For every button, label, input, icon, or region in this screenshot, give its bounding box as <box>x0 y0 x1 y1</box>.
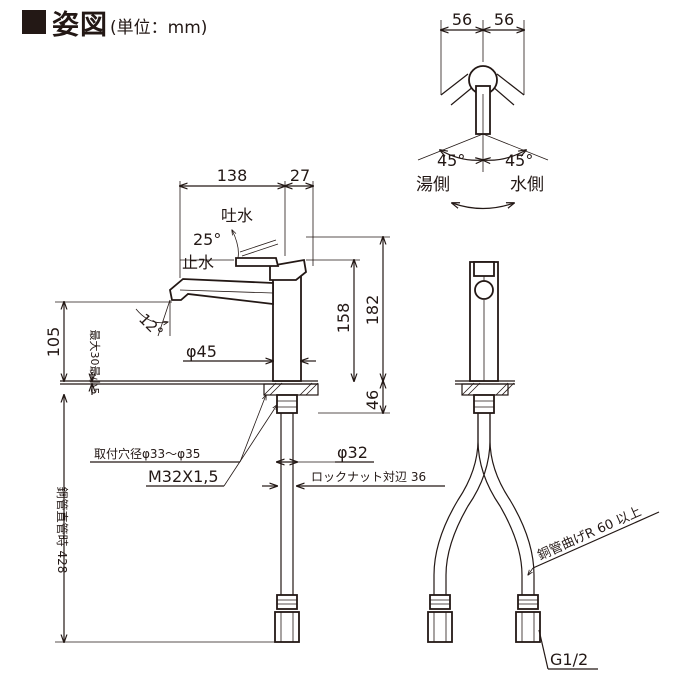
dim-total-height: 182 <box>363 295 382 326</box>
unit-label: (単位：mm) <box>110 17 208 38</box>
label-thread: M32X1,5 <box>148 467 219 486</box>
angle-cold: 45° <box>505 151 533 170</box>
top-view: 56 56 45° 45° 湯側 水側 <box>416 10 549 210</box>
counter-hatch <box>263 382 319 396</box>
label-cold-side: 水側 <box>510 175 544 195</box>
front-view: 138 27 吐水 25° 止水 12° φ45 158 182 46 105 <box>44 166 445 643</box>
header: 姿図 (単位：mm) <box>22 4 208 41</box>
label-mount-hole: 取付穴径φ33～φ35 <box>94 446 200 461</box>
dim-reach: 138 <box>217 166 248 185</box>
dim-below-counter: 46 <box>363 390 382 410</box>
dim-top-left: 56 <box>452 10 472 29</box>
dim-spout-height: 105 <box>44 327 63 358</box>
title-square-icon <box>22 10 46 34</box>
label-pipe-length: 銅管直管時 428 <box>55 487 70 574</box>
angle-lever: 25° <box>193 230 221 249</box>
label-connection-thread: G1/2 <box>550 650 588 669</box>
dim-shank-diameter: φ32 <box>337 443 368 462</box>
label-spout-stop: 止水 <box>182 253 214 272</box>
dim-lever-height: 158 <box>334 303 353 334</box>
page-title: 姿図 <box>52 9 108 41</box>
label-spout-open: 吐水 <box>221 206 253 225</box>
angle-spout: 12° <box>135 310 167 342</box>
faucet-body <box>272 271 302 382</box>
lever <box>235 257 280 267</box>
label-locknut: ロックナット対辺 36 <box>311 470 426 484</box>
angle-hot: 45° <box>437 151 465 170</box>
side-view: 銅管曲げR 60 以上 G1/2 <box>427 261 660 670</box>
dim-top-right: 56 <box>494 10 514 29</box>
label-counter-thickness: 最大30最小5 <box>88 330 102 395</box>
dim-body-width: 27 <box>290 166 310 185</box>
dim-body-diameter: φ45 <box>186 342 217 361</box>
label-pipe-bend: 銅管曲げR 60 以上 <box>536 504 644 563</box>
handle <box>269 258 307 281</box>
label-hot-side: 湯側 <box>416 175 450 195</box>
